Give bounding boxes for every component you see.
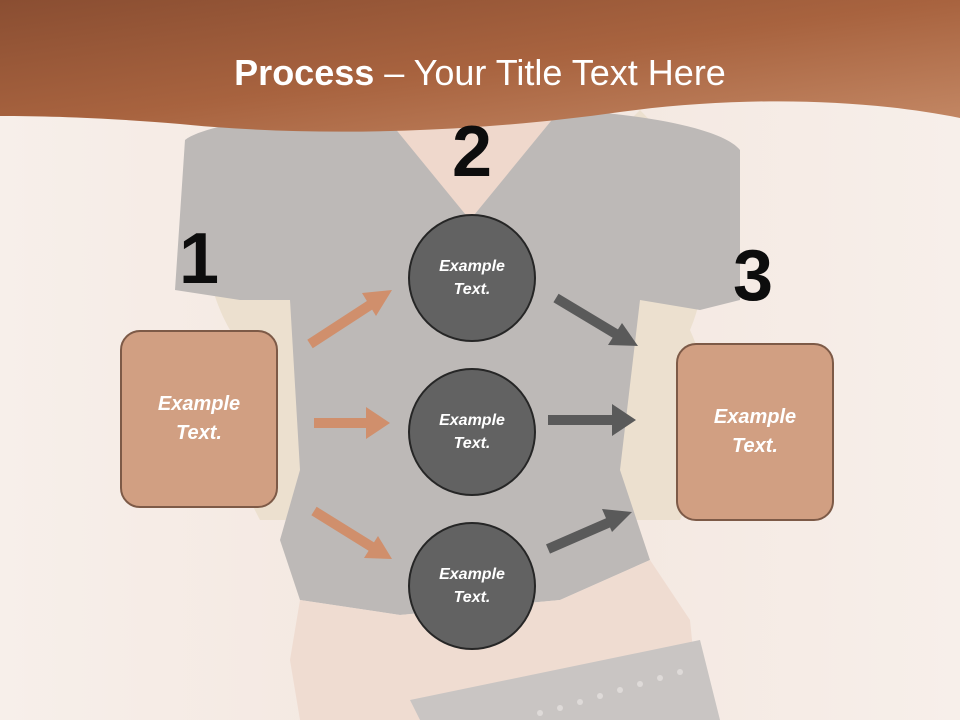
step-2-circle-1[interactable]: Example Text. xyxy=(408,214,536,342)
step-3-box[interactable]: Example Text. xyxy=(676,343,834,521)
arrow-right-middle xyxy=(548,404,636,436)
arrow-left-top xyxy=(307,290,392,349)
arrow-right-bottom xyxy=(546,509,632,554)
step-number-1: 1 xyxy=(178,219,220,299)
arrow-right-top xyxy=(553,293,638,346)
title-rest: – Your Title Text Here xyxy=(374,52,726,93)
header-band xyxy=(0,0,960,132)
step-2-circle-3[interactable]: Example Text. xyxy=(408,522,536,650)
slide-title: Process – Your Title Text Here xyxy=(0,52,960,94)
circle-3-text: Example Text. xyxy=(439,565,505,606)
arrow-left-middle xyxy=(314,407,390,439)
step-2-circle-2[interactable]: Example Text. xyxy=(408,368,536,496)
title-bold: Process xyxy=(234,52,375,93)
circle-1-text: Example Text. xyxy=(439,257,505,298)
step-1-text: Example Text. xyxy=(157,393,241,444)
arrow-left-bottom xyxy=(311,506,392,559)
step-1-box[interactable]: Example Text. xyxy=(120,330,278,508)
circle-2-text: Example Text. xyxy=(439,411,505,452)
step-3-text: Example Text. xyxy=(713,406,797,457)
step-number-3: 3 xyxy=(732,236,774,316)
step-number-2: 2 xyxy=(451,112,493,192)
